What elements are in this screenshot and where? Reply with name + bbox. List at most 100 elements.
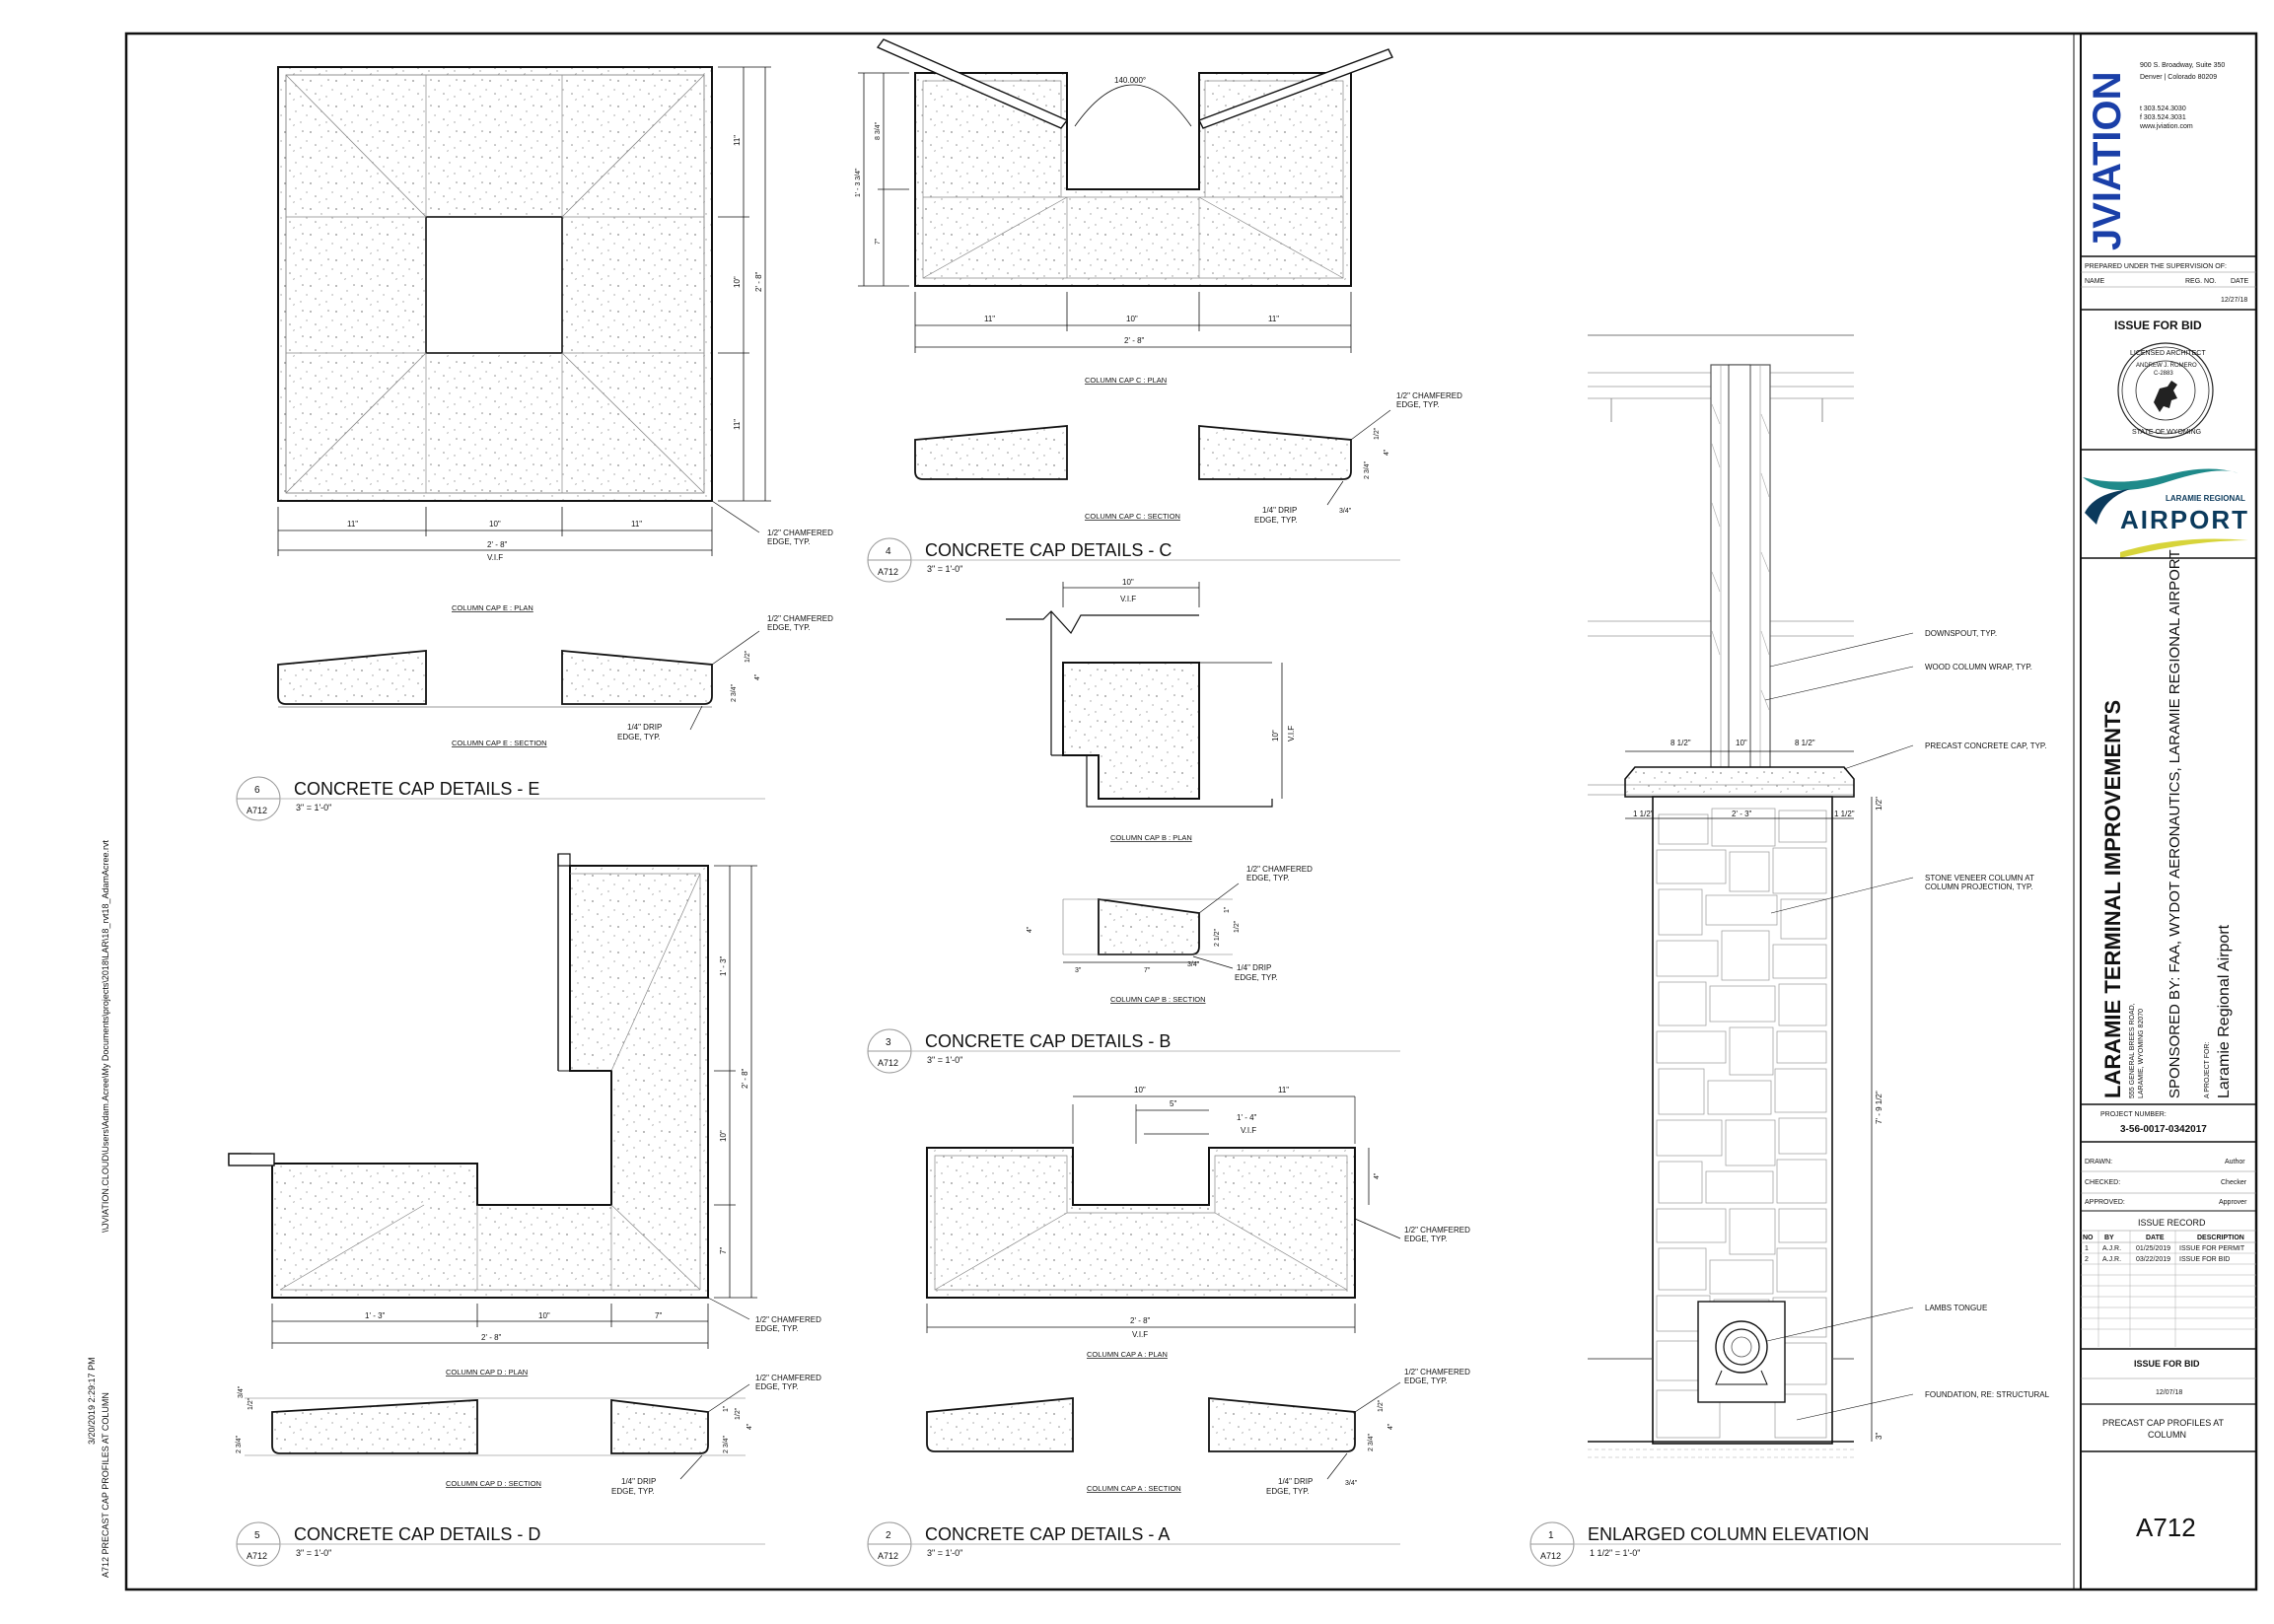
svg-text:A712: A712: [247, 1551, 267, 1561]
svg-text:10": 10": [733, 276, 742, 288]
svg-text:2 3/4": 2 3/4": [723, 1435, 730, 1453]
svg-text:LARAMIE REGIONAL: LARAMIE REGIONAL: [2166, 494, 2245, 503]
cap-c-section: 1/2" CHAMFERED EDGE, TYP. 2 3/4" 1/2" 4"…: [914, 391, 1462, 525]
svg-text:A712: A712: [1540, 1551, 1561, 1561]
svg-text:11": 11": [1268, 315, 1279, 323]
svg-text:7": 7": [655, 1311, 662, 1320]
svg-text:10": 10": [1271, 730, 1280, 741]
svg-text:DATE: DATE: [2231, 278, 2248, 285]
svg-text:1' - 4": 1' - 4": [1237, 1113, 1257, 1122]
svg-text:ANDREW J. ROMERO: ANDREW J. ROMERO: [2136, 363, 2197, 369]
svg-text:ISSUE FOR BID: ISSUE FOR BID: [2134, 1359, 2200, 1369]
svg-text:A.J.R.: A.J.R.: [2102, 1256, 2121, 1263]
svg-text:A712: A712: [878, 1551, 898, 1561]
svg-text:CHECKED:: CHECKED:: [2085, 1179, 2120, 1186]
bucking-horse-icon: [2154, 381, 2177, 412]
svg-text:Denver | Colorado 80209: Denver | Colorado 80209: [2140, 74, 2217, 81]
svg-text:1 1/2": 1 1/2": [1633, 810, 1654, 818]
detail-title-d: 5 A712 CONCRETE CAP DETAILS - D 3" = 1'-…: [236, 1521, 765, 1567]
svg-text:03/22/2019: 03/22/2019: [2136, 1256, 2170, 1263]
svg-text:3" = 1'-0": 3" = 1'-0": [927, 1548, 962, 1558]
cap-e-plan: 11" 10" 11" 2' - 8" V.I.F 11" 10" 11" 2'…: [277, 66, 833, 562]
svg-text:2: 2: [2085, 1256, 2089, 1263]
caption-e-plan: COLUMN CAP E : PLAN: [452, 603, 533, 612]
svg-text:1 1/2" = 1'-0": 1 1/2" = 1'-0": [1590, 1548, 1640, 1558]
svg-text:1/2" CHAMFERED: 1/2" CHAMFERED: [755, 1315, 821, 1324]
svg-text:f 303.524.3031: f 303.524.3031: [2140, 114, 2186, 121]
architect-seal: LICENSED ARCHITECT ANDREW J. ROMERO C-28…: [2117, 342, 2214, 439]
svg-text:1: 1: [1548, 1530, 1554, 1541]
svg-text:EDGE, TYP.: EDGE, TYP.: [611, 1487, 655, 1496]
svg-text:CONCRETE CAP DETAILS - E: CONCRETE CAP DETAILS - E: [294, 779, 539, 799]
svg-text:EDGE, TYP.: EDGE, TYP.: [617, 733, 661, 741]
svg-text:3" = 1'-0": 3" = 1'-0": [927, 564, 962, 574]
svg-text:8 1/2": 8 1/2": [1795, 739, 1815, 747]
svg-text:12/07/18: 12/07/18: [2156, 1389, 2182, 1396]
svg-text:2' - 8": 2' - 8": [741, 1068, 749, 1089]
svg-text:EDGE, TYP.: EDGE, TYP.: [1404, 1235, 1448, 1243]
svg-text:1/2": 1/2": [1234, 920, 1241, 933]
svg-text:1/2" CHAMFERED: 1/2" CHAMFERED: [767, 614, 833, 623]
print-line: A712 PRECAST CAP PROFILES AT COLUMN: [101, 1392, 110, 1578]
caption-d-section: COLUMN CAP D : SECTION: [446, 1479, 541, 1488]
caption-c-section: COLUMN CAP C : SECTION: [1085, 512, 1180, 521]
print-date: 3/20/2019 2:29:17 PM: [87, 1357, 97, 1445]
svg-text:DESCRIPTION: DESCRIPTION: [2197, 1235, 2244, 1241]
svg-text:A.J.R.: A.J.R.: [2102, 1245, 2121, 1252]
svg-text:APPROVED:: APPROVED:: [2085, 1199, 2125, 1206]
svg-text:ISSUE FOR BID: ISSUE FOR BID: [2114, 318, 2202, 332]
svg-text:COLUMN: COLUMN: [2148, 1430, 2186, 1440]
svg-text:3-56-0017-0342017: 3-56-0017-0342017: [2120, 1124, 2207, 1135]
svg-text:CONCRETE CAP DETAILS - D: CONCRETE CAP DETAILS - D: [294, 1524, 540, 1544]
svg-text:11": 11": [347, 520, 358, 529]
svg-text:1/2": 1/2": [1378, 1399, 1385, 1412]
svg-text:STATE OF WYOMING: STATE OF WYOMING: [2132, 429, 2201, 436]
cap-b-section: 3" 7" 4" 2 1/2" 1" 1/2" 3/4" 1/2" CHAMFE…: [1027, 865, 1313, 982]
svg-text:V.I.F: V.I.F: [487, 553, 503, 562]
cap-a-plan: 10" 11" 5" 1' - 4" V.I.F 4" 2' - 8" V.I.…: [926, 1086, 1470, 1339]
caption-b-section: COLUMN CAP B : SECTION: [1110, 995, 1206, 1004]
svg-text:5: 5: [254, 1530, 260, 1541]
firm-logo: JVIATION: [2086, 71, 2129, 250]
svg-text:10": 10": [489, 520, 501, 529]
svg-text:1/4" DRIP: 1/4" DRIP: [627, 723, 662, 732]
svg-text:WOOD COLUMN WRAP, TYP.: WOOD COLUMN WRAP, TYP.: [1925, 663, 2032, 671]
svg-text:140.000°: 140.000°: [1114, 76, 1146, 85]
column-elevation: 8 1/2" 10" 8 1/2" 1 1/2" 2' - 3" 1 1/2" …: [1588, 334, 2050, 1458]
svg-text:10": 10": [1122, 578, 1134, 587]
svg-text:11": 11": [733, 419, 742, 430]
svg-text:C-2883: C-2883: [2154, 371, 2173, 377]
svg-text:CONCRETE CAP DETAILS - C: CONCRETE CAP DETAILS - C: [925, 540, 1172, 560]
svg-text:2 1/2": 2 1/2": [1214, 928, 1221, 947]
svg-text:EDGE, TYP.: EDGE, TYP.: [767, 537, 811, 546]
svg-text:1/2" CHAMFERED: 1/2" CHAMFERED: [1404, 1368, 1470, 1377]
svg-text:PRECAST CAP PROFILES AT: PRECAST CAP PROFILES AT: [2102, 1418, 2225, 1428]
svg-text:1": 1": [1224, 906, 1231, 913]
svg-text:2' - 3": 2' - 3": [1732, 810, 1752, 818]
svg-text:2' - 8": 2' - 8": [1124, 336, 1145, 345]
svg-text:2 3/4": 2 3/4": [236, 1435, 243, 1453]
svg-text:A712: A712: [878, 567, 898, 577]
title-block: JVIATION 900 S. Broadway, Suite 350 Denv…: [2081, 62, 2256, 1542]
svg-text:Author: Author: [2225, 1159, 2245, 1165]
svg-text:1": 1": [723, 1405, 730, 1412]
svg-text:A712: A712: [247, 806, 267, 815]
svg-text:3" = 1'-0": 3" = 1'-0": [296, 803, 331, 812]
svg-text:7": 7": [875, 238, 882, 245]
svg-text:EDGE, TYP.: EDGE, TYP.: [755, 1324, 799, 1333]
svg-text:2' - 8": 2' - 8": [481, 1333, 502, 1342]
svg-text:LAMBS TONGUE: LAMBS TONGUE: [1925, 1304, 1987, 1312]
svg-text:REG. NO.: REG. NO.: [2185, 278, 2217, 285]
svg-text:DOWNSPOUT, TYP.: DOWNSPOUT, TYP.: [1925, 629, 1997, 638]
svg-text:3" = 1'-0": 3" = 1'-0": [296, 1548, 331, 1558]
svg-text:Checker: Checker: [2221, 1179, 2247, 1186]
sheet-border: [124, 32, 2258, 1591]
svg-text:3/4": 3/4": [1345, 1480, 1358, 1487]
project-title: LARAMIE TERMINAL IMPROVEMENTS: [2100, 700, 2125, 1098]
cap-d-plan: 1' - 3" 10" 7" 2' - 8" 1' - 3" 10" 7" 2'…: [228, 853, 821, 1349]
svg-text:1/2" CHAMFERED: 1/2" CHAMFERED: [767, 529, 833, 537]
svg-text:01/25/2019: 01/25/2019: [2136, 1245, 2170, 1252]
svg-text:1/4" DRIP: 1/4" DRIP: [621, 1477, 656, 1486]
svg-text:SPONSORED BY: FAA, WYDOT AERON: SPONSORED BY: FAA, WYDOT AERONAUTICS, LA…: [2167, 549, 2183, 1098]
svg-text:3": 3": [1875, 1433, 1883, 1440]
